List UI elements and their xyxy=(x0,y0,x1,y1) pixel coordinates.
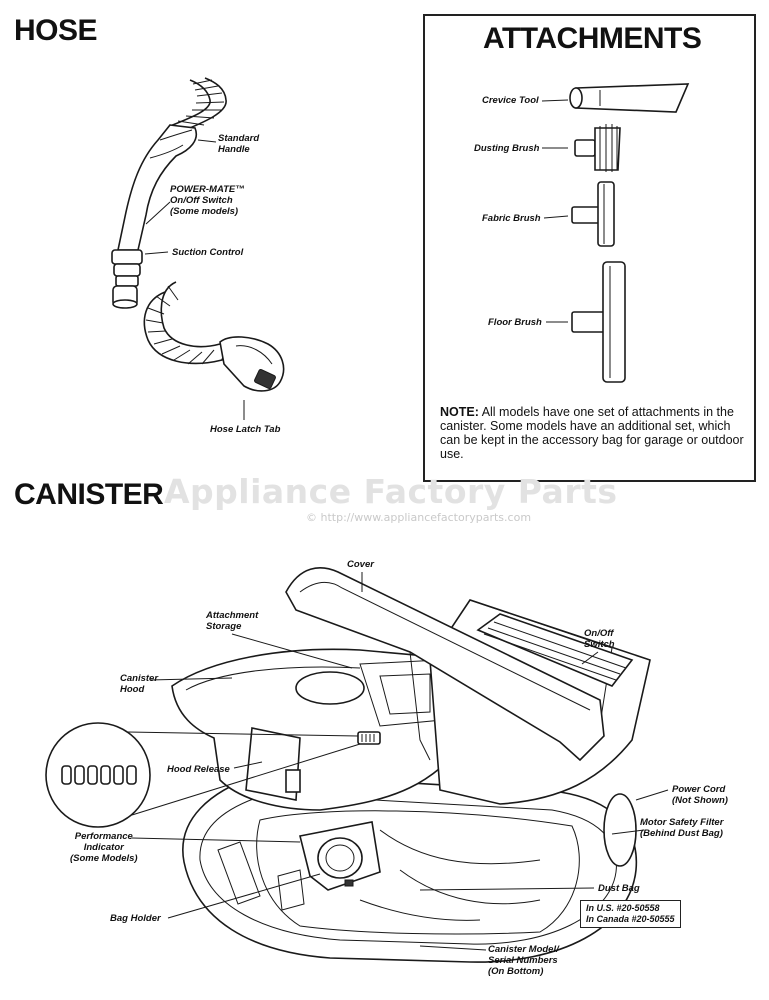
motor-safety-filter-label-line2: (Behind Dust Bag) xyxy=(640,828,723,839)
floor-brush-label: Floor Brush xyxy=(488,317,542,328)
attachments-illustration xyxy=(569,83,690,383)
attachment-storage-label: Attachment Storage xyxy=(206,610,258,632)
canister-hood-label: Canister Hood xyxy=(120,673,158,695)
hose-illustration xyxy=(111,77,285,392)
attachments-panel: ATTACHMENTS xyxy=(423,14,756,482)
hood-release-label: Hood Release xyxy=(167,764,230,775)
performance-indicator-callout xyxy=(45,722,361,828)
power-mate-switch-label: POWER-MATE™ On/Off Switch (Some models) xyxy=(170,184,245,217)
dusting-brush-label: Dusting Brush xyxy=(474,143,540,154)
model-serial-label-line1: Canister Model/ xyxy=(488,944,559,955)
canister-illustration xyxy=(171,567,651,963)
power-mate-label-line1: POWER-MATE™ xyxy=(170,184,245,195)
fabric-brush-label: Fabric Brush xyxy=(482,213,541,224)
cover-label: Cover xyxy=(347,559,374,570)
on-off-switch-label: On/Off Switch xyxy=(584,628,615,650)
power-cord-label-line1: Power Cord xyxy=(672,784,726,795)
power-cord-label: Power Cord (Not Shown) xyxy=(672,784,728,806)
canister-hood-label-line2: Hood xyxy=(120,684,145,695)
bag-holder-label: Bag Holder xyxy=(110,913,161,924)
performance-indicator-label: Performance Indicator (Some Models) xyxy=(70,831,138,864)
model-serial-label-line2: Serial Numbers xyxy=(488,955,558,966)
attachment-storage-label-line2: Storage xyxy=(206,621,242,632)
attachments-heading: ATTACHMENTS xyxy=(483,22,702,55)
hose-heading: HOSE xyxy=(14,14,98,47)
note-text: All models have one set of attachments i… xyxy=(440,405,744,461)
power-cord-label-line2: (Not Shown) xyxy=(672,795,728,806)
standard-handle-label-line1: Standard xyxy=(218,133,260,144)
model-serial-label-line3: (On Bottom) xyxy=(488,966,544,977)
suction-control-label: Suction Control xyxy=(172,247,244,258)
dust-bag-part-us: In U.S. #20-50558 xyxy=(586,903,660,913)
motor-safety-filter-label-line1: Motor Safety Filter xyxy=(640,817,724,828)
dust-bag-part-numbers: In U.S. #20-50558 In Canada #20-50555 xyxy=(580,900,681,928)
on-off-switch-label-line1: On/Off xyxy=(584,628,614,639)
hose-latch-tab-label: Hose Latch Tab xyxy=(210,424,281,435)
performance-indicator-label-line3: (Some Models) xyxy=(70,853,138,864)
performance-indicator-label-line1: Performance xyxy=(74,831,133,842)
dust-bag-part-canada: In Canada #20-50555 xyxy=(586,914,675,924)
model-serial-label: Canister Model/ Serial Numbers (On Botto… xyxy=(488,944,559,977)
note-label: NOTE: xyxy=(440,405,479,419)
watermark-url: © http://www.appliancefactoryparts.com xyxy=(306,511,532,524)
motor-safety-filter-label: Motor Safety Filter (Behind Dust Bag) xyxy=(640,817,723,839)
on-off-switch-label-line2: Switch xyxy=(584,639,615,650)
performance-indicator-label-line2: Indicator xyxy=(83,842,124,853)
canister-heading: CANISTER xyxy=(14,478,164,511)
dust-bag-label: Dust Bag xyxy=(598,883,640,894)
canister-hood-label-line1: Canister xyxy=(120,673,159,684)
attachments-note: NOTE: All models have one set of attachm… xyxy=(440,405,746,461)
watermark-title: Appliance Factory Parts xyxy=(164,472,618,511)
crevice-tool-label: Crevice Tool xyxy=(482,95,539,106)
power-mate-label-line3: (Some models) xyxy=(170,206,239,217)
standard-handle-label-line2: Handle xyxy=(218,144,250,155)
attachment-storage-label-line1: Attachment xyxy=(206,610,259,621)
power-mate-label-line2: On/Off Switch xyxy=(170,195,233,206)
standard-handle-label: Standard Handle xyxy=(218,133,259,155)
